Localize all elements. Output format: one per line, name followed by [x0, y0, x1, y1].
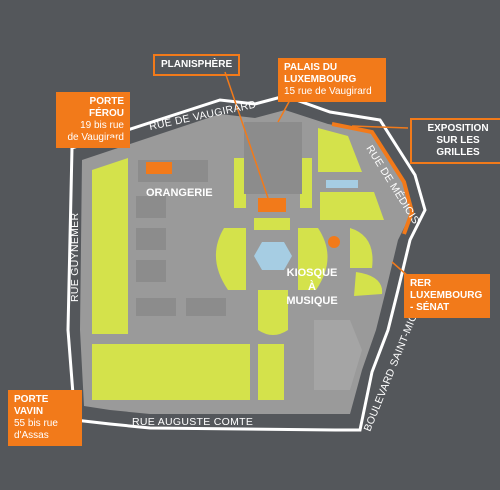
lawn-basin-right: [298, 228, 328, 290]
rer-title-1: RER: [410, 278, 432, 289]
building-w3: [136, 260, 166, 282]
callout-exposition: EXPOSITION SUR LES GRILLES: [410, 118, 500, 164]
porte-ferou-line1: 19 bis rue: [80, 120, 124, 131]
street-comte: RUE AUGUSTE COMTE: [132, 416, 253, 428]
callout-palais: PALAIS DU LUXEMBOURG 15 rue de Vaugirard: [278, 58, 386, 102]
label-kiosque-2: À: [308, 280, 316, 293]
lawn-central-bottom: [258, 290, 288, 335]
buildings: [136, 122, 362, 390]
label-kiosque-3: MUSIQUE: [286, 295, 337, 307]
label-kiosque-1: KIOSQUE: [287, 267, 338, 279]
lawn-west: [92, 158, 128, 334]
connector-exposition: [351, 125, 409, 129]
connector-palais: [277, 99, 291, 123]
connector-planisphere: [224, 71, 269, 199]
palais-title-1: PALAIS DU: [284, 62, 338, 73]
orangerie-marker: [146, 162, 172, 174]
lawn-ne-1: [318, 128, 362, 172]
callout-rer: RER LUXEMBOURG - SÉNAT: [404, 274, 490, 318]
lawn-east-arc-1: [350, 228, 373, 268]
fontaine-medicis: [326, 180, 358, 188]
exposition-title-1: EXPOSITION: [427, 123, 489, 134]
palais-title-2: LUXEMBOURG: [284, 74, 357, 85]
building-w4: [136, 298, 176, 316]
building-se: [314, 320, 362, 390]
callout-porte-ferou: PORTE FÉROU 19 bis rue de Vaugirard: [56, 92, 130, 148]
lawn-basin-top: [254, 218, 290, 230]
lawn-east-arc-2: [354, 272, 383, 296]
street-guynemer: RUE GUYNEMER: [69, 213, 81, 302]
lawn-basin-left: [215, 228, 246, 290]
porte-vavin-title: PORTE VAVIN: [14, 394, 49, 417]
palais-address: 15 rue de Vaugirard: [284, 86, 372, 97]
rer-title-2: LUXEMBOURG: [410, 290, 483, 301]
connector-rer: [391, 261, 409, 277]
planisphere-marker: [258, 198, 286, 212]
lawn-center-left: [234, 158, 246, 208]
building-w5: [186, 298, 226, 316]
exposition-title-2: SUR LES GRILLES: [436, 135, 480, 158]
porte-vavin-line1: 55 bis rue: [14, 418, 58, 429]
rer-title-3: - SÉNAT: [410, 302, 450, 313]
lawn-ne-2: [320, 192, 384, 220]
porte-ferou-title: PORTE FÉROU: [89, 96, 124, 119]
label-orangerie: ORANGERIE: [146, 187, 213, 199]
building-w1: [136, 196, 166, 218]
porte-vavin-line2: d'Assas: [14, 430, 49, 441]
callout-connectors: [224, 71, 409, 277]
lawn-southwest: [92, 344, 250, 400]
kiosque-marker: [328, 236, 340, 248]
porte-ferou-line2: de Vaugirard: [67, 132, 124, 143]
palais-block: [244, 122, 302, 194]
grand-bassin: [254, 242, 292, 270]
callout-porte-vavin: PORTE VAVIN 55 bis rue d'Assas: [8, 390, 82, 446]
building-w2: [136, 228, 166, 250]
planisphere-title: PLANISPHÈRE: [161, 59, 233, 70]
lawn-south-center: [258, 344, 284, 400]
lawn-center-right: [300, 158, 312, 208]
callout-planisphere: PLANISPHÈRE: [153, 54, 241, 76]
exposition-grilles-line: [331, 122, 415, 235]
lawns: [92, 128, 384, 400]
